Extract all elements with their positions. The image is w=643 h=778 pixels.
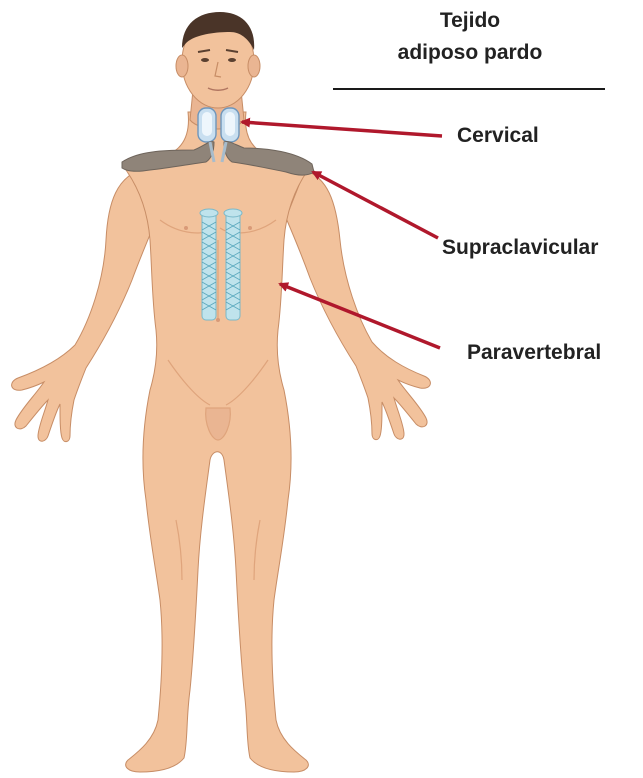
title-divider — [333, 88, 605, 90]
left-arm — [12, 170, 156, 442]
label-cervical: Cervical — [457, 124, 539, 148]
right-ear — [248, 55, 260, 77]
right-arm — [286, 170, 430, 440]
label-supraclavicular: Supraclavicular — [442, 236, 598, 260]
figure-title-line1: Tejido — [330, 8, 610, 34]
figure-title-line2: adiposo pardo — [330, 40, 610, 66]
arrow-cervical — [242, 122, 442, 136]
left-ear — [176, 55, 188, 77]
label-paravertebral: Paravertebral — [467, 341, 601, 365]
